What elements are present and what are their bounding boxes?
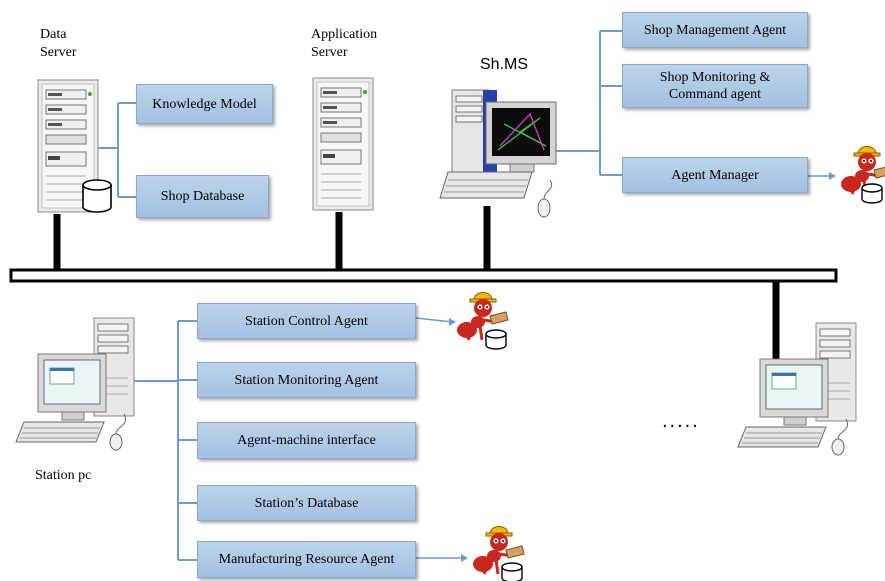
station-connectors bbox=[134, 320, 197, 561]
application-server-label-line2: Server bbox=[311, 45, 348, 60]
database-icon bbox=[485, 329, 507, 350]
database-icon bbox=[861, 183, 883, 204]
database-icon bbox=[501, 562, 523, 581]
shop-monitoring-line1: Shop Monitoring & bbox=[659, 70, 771, 85]
shms-workstation-icon bbox=[439, 89, 557, 218]
application-server-label-line1: Application bbox=[311, 27, 378, 42]
application-server-icon bbox=[312, 77, 374, 211]
manufacturing-resource-agent-box: Manufacturing Resource Agent bbox=[197, 541, 416, 578]
data-server-label-line2: Server bbox=[40, 45, 77, 60]
stations-database-box: Station’s Database bbox=[197, 485, 416, 521]
agent-machine-interface-box: Agent-machine interface bbox=[197, 422, 416, 459]
shms-connectors bbox=[556, 30, 622, 176]
station-control-agent-box: Station Control Agent bbox=[197, 303, 416, 339]
network-bus bbox=[9, 268, 838, 283]
station-pc-label: Station pc bbox=[35, 468, 92, 483]
shop-management-agent-box: Shop Management Agent bbox=[622, 12, 808, 48]
knowledge-model-box: Knowledge Model bbox=[136, 84, 273, 124]
manufacturing-resource-arrow bbox=[416, 554, 468, 562]
remote-station-workstation-icon bbox=[737, 322, 857, 456]
application-server-label: Application Server bbox=[311, 26, 377, 62]
station-control-arrow bbox=[415, 317, 456, 326]
station-pc-workstation-icon bbox=[15, 317, 135, 451]
shop-monitoring-command-agent-box: Shop Monitoring & Command agent bbox=[622, 64, 808, 108]
data-server-connectors bbox=[98, 102, 136, 198]
station-monitoring-agent-box: Station Monitoring Agent bbox=[197, 362, 416, 398]
data-server-label-line1: Data bbox=[40, 27, 67, 42]
shms-label: Sh.MS bbox=[480, 56, 529, 73]
data-server-label: Data Server bbox=[40, 26, 77, 62]
shop-monitoring-line2: Command agent bbox=[668, 87, 762, 102]
shop-database-box: Shop Database bbox=[136, 175, 269, 218]
ellipsis-label: ..... bbox=[662, 410, 700, 432]
agent-manager-box: Agent Manager bbox=[622, 157, 808, 193]
agent-manager-arrow bbox=[808, 172, 836, 180]
database-icon bbox=[82, 179, 112, 213]
